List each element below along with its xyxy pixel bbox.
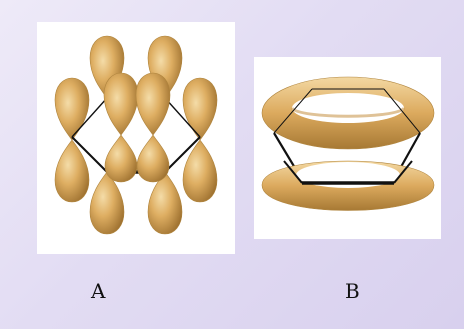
p-orbital-lobe: [135, 72, 171, 136]
pi-cloud-lower-ring: [261, 160, 435, 211]
p-orbital-lobe: [104, 134, 138, 183]
p-orbital-lobe: [182, 77, 218, 141]
p-orbital-diagram-a: [37, 22, 235, 254]
p-orbital-illustration: [54, 35, 218, 235]
pi-cloud-illustration: [261, 76, 435, 211]
p-orbital-lobe: [103, 72, 139, 136]
pi-electron-cloud-diagram-b: [254, 57, 441, 239]
p-orbital-lobe: [136, 134, 170, 183]
p-orbital-lobe: [54, 77, 90, 141]
pi-cloud-upper-ring: [261, 76, 435, 150]
label-b: B: [345, 279, 360, 303]
label-a: A: [91, 279, 106, 303]
